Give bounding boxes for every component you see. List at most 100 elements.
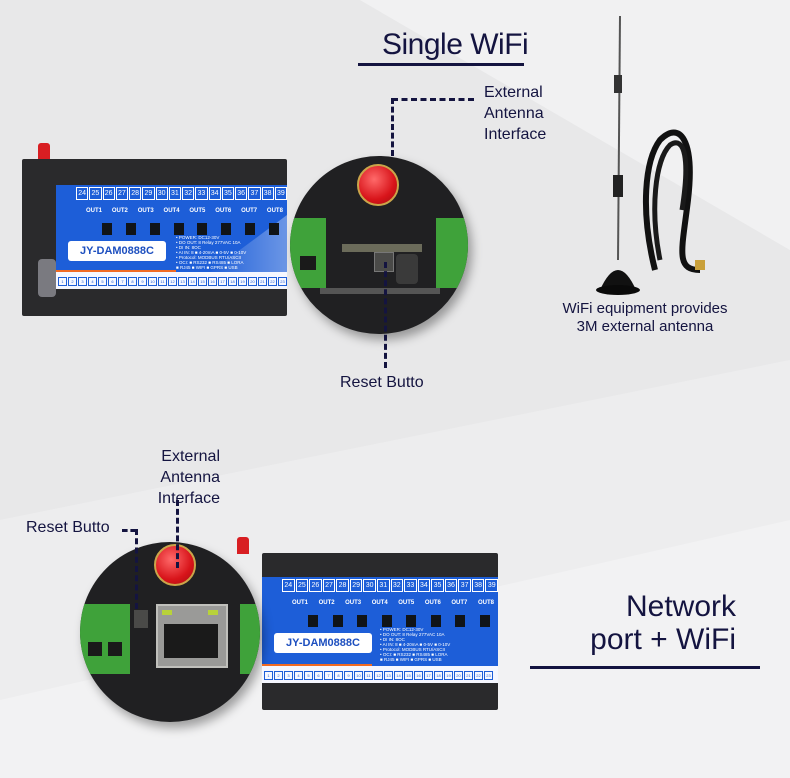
bottom-terminal: 17	[424, 671, 433, 680]
bottom-terminal: 12	[168, 277, 177, 286]
output-label: OUT8	[266, 208, 283, 214]
bottom-terminal: 20	[454, 671, 463, 680]
bottom-terminal: 4	[88, 277, 97, 286]
top-terminal: 28	[129, 187, 142, 200]
bottom-terminal: 15	[198, 277, 207, 286]
relay-indicator	[221, 223, 232, 235]
capacitor	[396, 254, 418, 284]
bottom-terminal: 5	[98, 277, 107, 286]
callout-line	[384, 262, 387, 368]
output-label: OUT1	[292, 600, 309, 606]
top-terminal: 39	[485, 579, 498, 592]
output-label: OUT3	[345, 600, 362, 606]
caption-line: 3M external antenna	[576, 318, 714, 335]
antenna-interface-label-2: External Antenna Interface	[140, 446, 220, 509]
bottom-terminal: 1	[264, 671, 273, 680]
terminal-screw	[88, 642, 102, 656]
top-terminal: 36	[235, 187, 248, 200]
rj45-opening	[164, 624, 218, 658]
bottom-terminal: 9	[138, 277, 147, 286]
bottom-terminal: 3	[78, 277, 87, 286]
spec-line: • Protocol: MODBUS RTU/ASCII	[380, 647, 446, 652]
label-line: Antenna	[160, 469, 220, 486]
spec-line: • DI IN: 8OC	[380, 637, 405, 642]
top-terminal: 35	[431, 579, 444, 592]
output-label: OUT5	[398, 600, 415, 606]
bottom-terminal: 14	[394, 671, 403, 680]
bottom-terminal: 19	[238, 277, 247, 286]
bottom-terminal: 23	[278, 277, 287, 286]
bottom-terminal: 7	[118, 277, 127, 286]
top-terminal: 31	[168, 187, 181, 200]
label-line: Interface	[484, 126, 547, 143]
db9-port	[38, 259, 56, 297]
bottom-terminal: 11	[364, 671, 373, 680]
bottom-terminal: 8	[334, 671, 343, 680]
spec-line: • POWER: DC12-30V	[380, 627, 424, 632]
top-terminal: 33	[195, 187, 208, 200]
top-terminal: 27	[115, 187, 128, 200]
top-terminal: 37	[248, 187, 261, 200]
bottom-terminal: 18	[228, 277, 237, 286]
bottom-terminal: 11	[158, 277, 167, 286]
top-terminal: 38	[471, 579, 485, 592]
bottom-terminal: 1	[58, 277, 67, 286]
bottom-terminal: 4	[294, 671, 303, 680]
spec-list: • POWER: DC12-30V• DO OUT: 8 Relay 277VA…	[380, 627, 450, 662]
led-indicator	[162, 610, 172, 615]
output-label: OUT3	[137, 208, 154, 214]
antenna-connector	[154, 544, 196, 586]
callout-line	[176, 500, 179, 568]
bottom-terminal: 8	[128, 277, 137, 286]
bottom-terminal: 6	[108, 277, 117, 286]
title-line: port + WiFi	[590, 623, 736, 656]
relay-indicator	[332, 615, 343, 627]
antenna-interface-label: External Antenna Interface	[484, 82, 546, 145]
relay-indicators	[308, 615, 490, 627]
top-terminal: 30	[363, 579, 376, 592]
bottom-terminal: 21	[258, 277, 267, 286]
output-label: OUT8	[477, 600, 494, 606]
model-label: JY-DAM0888C	[274, 633, 372, 653]
callout-line	[392, 98, 474, 101]
output-label: OUT4	[163, 208, 180, 214]
relay-indicator	[173, 223, 184, 235]
output-label: OUT5	[189, 208, 206, 214]
relay-indicator	[455, 615, 466, 627]
spec-line: • DO OUT: 8 Relay 277VAC 10A	[380, 632, 445, 637]
bottom-terminal: 15	[404, 671, 413, 680]
bottom-terminal: 10	[148, 277, 157, 286]
relay-indicator	[430, 615, 441, 627]
base-plate	[320, 288, 440, 294]
spec-line: ■ RJ45 ■ WIFI ■ GPRS ■ USB	[380, 657, 442, 662]
relay-indicator	[197, 223, 208, 235]
top-terminal: 32	[182, 187, 195, 200]
bottom-terminal: 9	[344, 671, 353, 680]
output-label: OUT2	[111, 208, 128, 214]
relay-indicator	[125, 223, 136, 235]
label-line: Interface	[157, 490, 220, 507]
top-terminal: 36	[444, 579, 458, 592]
terminal-block-left	[80, 604, 130, 674]
top-terminal: 32	[390, 579, 404, 592]
output-label: OUT7	[241, 208, 258, 214]
bottom-terminal: 13	[178, 277, 187, 286]
bottom-terminal: 23	[484, 671, 493, 680]
spec-list: • POWER: DC12-30V• DO OUT: 8 Relay 277VA…	[176, 235, 246, 270]
bottom-terminal: 6	[314, 671, 323, 680]
reset-button	[134, 610, 148, 628]
top-terminal: 28	[336, 579, 349, 592]
terminal-screw	[300, 256, 316, 270]
top-terminal: 31	[376, 579, 390, 592]
zoom-circle-network-port	[80, 542, 260, 722]
terminal-block-left	[290, 218, 326, 288]
bottom-terminal: 7	[324, 671, 333, 680]
top-terminal: 26	[309, 579, 322, 592]
bottom-terminal: 2	[68, 277, 77, 286]
output-label: OUT2	[318, 600, 335, 606]
